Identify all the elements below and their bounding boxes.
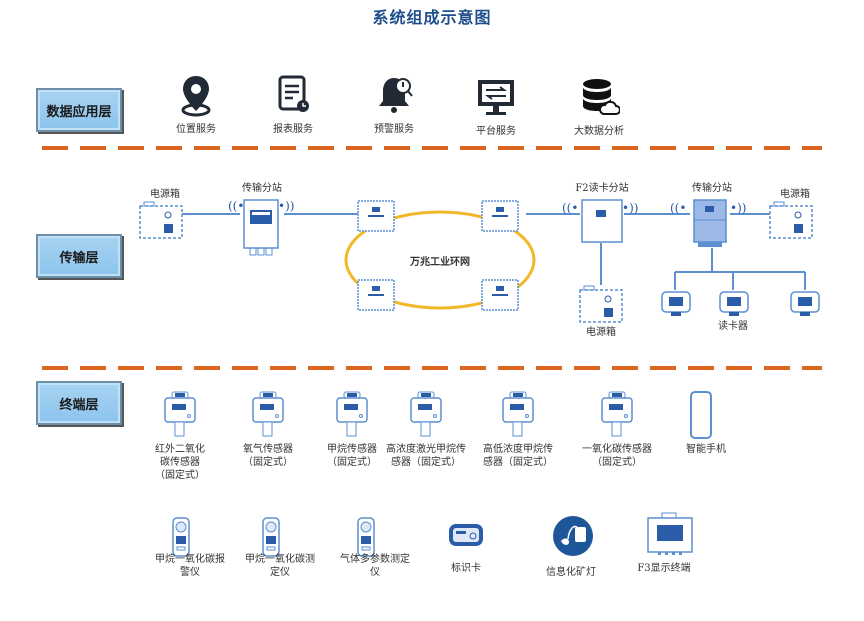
power-box-right-label: 电源箱: [780, 189, 810, 200]
layer-label-terminal: 终端层: [36, 381, 122, 425]
terminal-laser-methane-sensor-label: 高浓度激光甲烷传感器（固定式）: [376, 443, 476, 469]
label-line: F3显示终端: [637, 563, 691, 574]
f3-display-terminal-icon: [644, 512, 696, 560]
card-reader-icon: [719, 291, 749, 316]
layer-divider-2: [42, 366, 822, 370]
layer-divider-1: [42, 146, 822, 150]
transmission-station-right-icon: ((• •)): [670, 199, 746, 247]
label-line: 感器（固定式）: [483, 457, 553, 468]
station-left-label: 传输分站: [242, 183, 282, 194]
layer-label-app: 数据应用层: [36, 88, 122, 132]
f2-card-station-icon: ((• •)): [562, 199, 638, 243]
svg-text:•)): •)): [278, 199, 294, 213]
service-bigdata: 大数据分析: [559, 76, 639, 137]
power-box-bottom-label: 电源箱: [586, 327, 616, 338]
label-line: 甲烷一氧化碳测: [245, 554, 315, 565]
service-label: 位置服务: [176, 124, 216, 135]
diagram-title: 系统组成示意图: [372, 8, 492, 27]
label-line: 高低浓度甲烷传: [483, 444, 553, 455]
label-line: （固定式）: [592, 457, 642, 468]
power-box-left-label: 电源箱: [150, 189, 180, 200]
card-reader-icon: [661, 291, 691, 316]
mining-lamp-icon: [551, 514, 595, 562]
label-line: （固定式）: [327, 457, 377, 468]
service-label: 预警服务: [374, 124, 414, 135]
svg-text:•)): •)): [622, 201, 638, 215]
co-sensor-icon: [597, 390, 637, 446]
label-line: 甲烷传感器: [327, 444, 377, 455]
service-label: 报表服务: [273, 124, 313, 135]
svg-text:•)): •)): [730, 201, 746, 215]
label-line: 警仪: [180, 567, 200, 578]
terminal-smartphone-label: 智能手机: [656, 443, 756, 456]
label-line: 标识卡: [451, 563, 481, 574]
service-alarm: 预警服务: [354, 74, 434, 135]
terminal-f3-display-label: F3显示终端: [614, 562, 714, 575]
oxygen-sensor-icon: [248, 390, 288, 446]
terminal-co-sensor-label: 一氧化碳传感器 （固定式）: [567, 443, 667, 469]
label-line: 仪: [370, 567, 380, 578]
label-line: 气体多参数测定: [340, 554, 410, 565]
svg-text:((•: ((•: [562, 201, 578, 215]
ring-network: [344, 210, 536, 310]
terminal-methane-sensor-label: 甲烷传感器 （固定式）: [302, 443, 402, 469]
ring-switch-top-left: [357, 200, 395, 232]
label-line: 定仪: [270, 567, 290, 578]
label-line: （固定式）: [243, 457, 293, 468]
station-right-label: 传输分站: [692, 183, 732, 194]
service-label: 大数据分析: [574, 126, 624, 137]
alarm-bell-icon: [379, 78, 413, 113]
ring-switch-bottom-left: [357, 279, 395, 311]
card-reader-icon: [790, 291, 820, 316]
smartphone-icon: [686, 390, 716, 446]
database-cloud-icon: [583, 79, 620, 115]
methane-sensor-icon: [332, 390, 372, 446]
label-line: 感器（固定式）: [391, 457, 461, 468]
report-icon: [278, 75, 309, 112]
terminal-methane-co-meter-label: 甲烷一氧化碳测定仪: [230, 553, 330, 579]
terminal-methane-co-alarm-label: 甲烷一氧化碳报警仪: [140, 553, 240, 579]
hi-lo-methane-sensor-icon: [498, 390, 538, 446]
svg-text:((•: ((•: [228, 199, 244, 213]
layer-label-transport: 传输层: [36, 234, 122, 278]
ring-network-label: 万兆工业环网: [410, 257, 470, 268]
terminal-infrared-co2-sensor-label: 红外二氧化碳传感器 （固定式）: [130, 443, 230, 482]
label-line: （固定式）: [155, 470, 205, 481]
power-box-bottom-icon: [579, 285, 623, 323]
terminal-oxygen-sensor-label: 氧气传感器 （固定式）: [218, 443, 318, 469]
ring-switch-top-right: [481, 200, 519, 232]
transmission-station-left-icon: ((• •)): [228, 199, 294, 256]
laser-methane-sensor-icon: [406, 390, 446, 446]
label-line: 红外二氧化: [155, 444, 205, 455]
ring-switch-bottom-right: [481, 279, 519, 311]
label-line: 信息化矿灯: [546, 567, 596, 578]
card-reader-label: 读卡器: [718, 321, 748, 332]
terminal-id-card-label: 标识卡: [416, 562, 516, 575]
power-box-right-icon: [769, 201, 813, 239]
id-card-icon: [446, 520, 486, 554]
svg-text:((•: ((•: [670, 201, 686, 215]
terminal-mining-lamp-label: 信息化矿灯: [521, 566, 621, 579]
service-label: 平台服务: [476, 126, 516, 137]
monitor-platform-icon: [478, 80, 514, 115]
label-line: 甲烷一氧化碳报: [155, 554, 225, 565]
label-line: 智能手机: [686, 444, 726, 455]
label-line: 一氧化碳传感器: [582, 444, 652, 455]
service-platform: 平台服务: [456, 76, 536, 137]
methane-co-alarm-icon: [170, 516, 192, 562]
service-location: 位置服务: [156, 74, 236, 135]
terminal-hi-lo-methane-sensor-label: 高低浓度甲烷传感器（固定式）: [468, 443, 568, 469]
power-box-left-icon: [139, 201, 183, 239]
location-pin-icon: [181, 76, 211, 117]
label-line: 碳传感器: [160, 457, 200, 468]
infrared-co2-sensor-icon: [160, 390, 200, 446]
service-report: 报表服务: [253, 74, 333, 135]
label-line: 高浓度激光甲烷传: [386, 444, 466, 455]
label-line: 氧气传感器: [243, 444, 293, 455]
f2-station-label: F2读卡分站: [575, 183, 629, 194]
multi-gas-meter-icon: [355, 516, 377, 562]
methane-co-meter-icon: [260, 516, 282, 562]
terminal-multi-gas-meter-label: 气体多参数测定仪: [325, 553, 425, 579]
